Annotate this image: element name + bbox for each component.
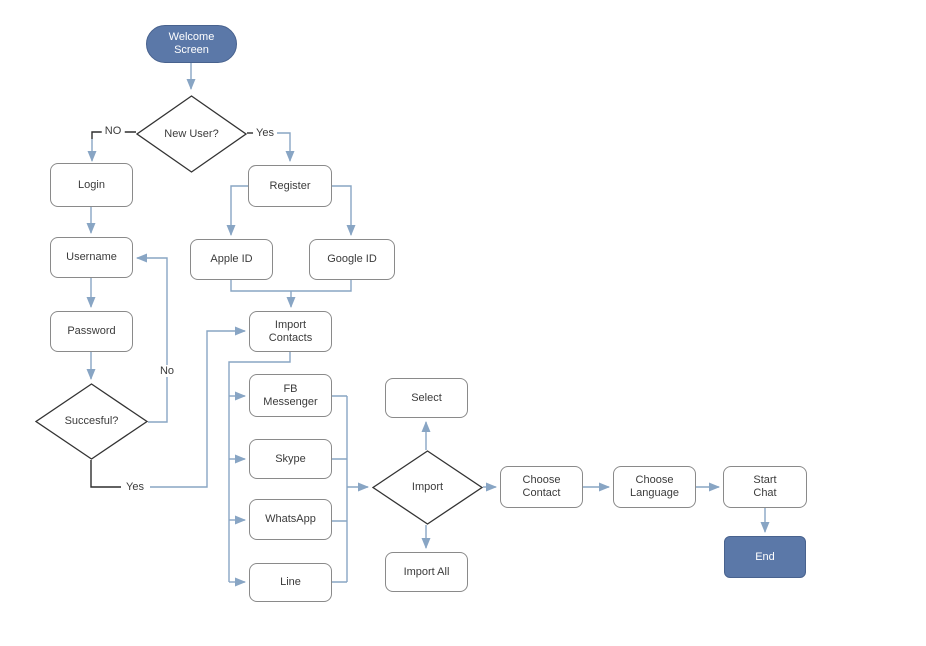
decision-new-user: New User? bbox=[136, 95, 247, 173]
edge-label-yes-lower: Yes bbox=[123, 481, 147, 493]
node-label: Select bbox=[411, 391, 442, 404]
node-label: Choose Language bbox=[630, 474, 679, 499]
node-choose-language: Choose Language bbox=[613, 466, 696, 508]
node-google-id: Google ID bbox=[309, 239, 395, 280]
edge-register-to-googleid bbox=[332, 185, 356, 236]
node-line: Line bbox=[249, 563, 332, 602]
node-password: Password bbox=[50, 311, 133, 352]
node-label: Choose Contact bbox=[522, 474, 561, 499]
node-label: Skype bbox=[275, 452, 306, 465]
node-import-contacts: Import Contacts bbox=[249, 311, 332, 352]
node-start-chat: Start Chat bbox=[723, 466, 807, 508]
node-label: Succesful? bbox=[64, 415, 119, 427]
node-label: End bbox=[755, 550, 775, 563]
edge-register-to-appleid bbox=[226, 185, 248, 236]
node-label: Import Contacts bbox=[268, 318, 313, 344]
node-import-all: Import All bbox=[385, 552, 468, 592]
edge-yes-to-register bbox=[272, 132, 295, 162]
diamond-shape bbox=[136, 95, 247, 173]
node-label: Import All bbox=[403, 565, 450, 578]
edge-succesful-yes-to-importcontacts bbox=[150, 326, 246, 488]
node-whatsapp: WhatsApp bbox=[249, 499, 332, 540]
node-choose-contact: Choose Contact bbox=[500, 466, 583, 508]
node-login: Login bbox=[50, 163, 133, 207]
node-select: Select bbox=[385, 378, 468, 418]
node-welcome-screen: Welcome Screen bbox=[146, 25, 237, 63]
node-label: Line bbox=[280, 576, 301, 588]
decision-import: Import bbox=[372, 450, 483, 525]
node-apple-id: Apple ID bbox=[190, 239, 273, 280]
node-register: Register bbox=[248, 165, 332, 207]
node-end: End bbox=[724, 536, 806, 578]
decision-succesful: Succesful? bbox=[35, 383, 148, 460]
edge-importcontacts-fanout bbox=[228, 352, 291, 582]
node-label: FB Messenger bbox=[263, 382, 318, 408]
node-username: Username bbox=[50, 237, 133, 278]
node-label: Google ID bbox=[327, 253, 377, 265]
edge-messengers-collector bbox=[332, 395, 348, 583]
node-label: Register bbox=[269, 179, 311, 192]
edge-label-yes-upper: Yes bbox=[253, 127, 277, 139]
diamond-shape bbox=[372, 450, 483, 525]
node-fb-messenger: FB Messenger bbox=[249, 374, 332, 417]
diamond-shape bbox=[35, 383, 148, 460]
node-skype: Skype bbox=[249, 439, 332, 479]
edge-appleid-googleid-merge bbox=[230, 280, 352, 292]
node-label: Import bbox=[411, 481, 444, 493]
node-label: Start Chat bbox=[753, 474, 777, 499]
node-label: WhatsApp bbox=[265, 513, 316, 525]
node-label: Username bbox=[66, 251, 117, 263]
edge-label-no-upper: NO bbox=[101, 125, 125, 137]
node-label: New User? bbox=[164, 127, 219, 140]
node-label: Password bbox=[67, 325, 116, 337]
node-label: Apple ID bbox=[210, 253, 253, 265]
node-label: Welcome Screen bbox=[168, 31, 215, 56]
node-label: Login bbox=[78, 178, 105, 191]
edge-succesful-yes-stub bbox=[90, 460, 121, 488]
edge-succesful-no-to-username bbox=[136, 253, 168, 423]
edge-label-no-retry: No bbox=[156, 365, 178, 377]
